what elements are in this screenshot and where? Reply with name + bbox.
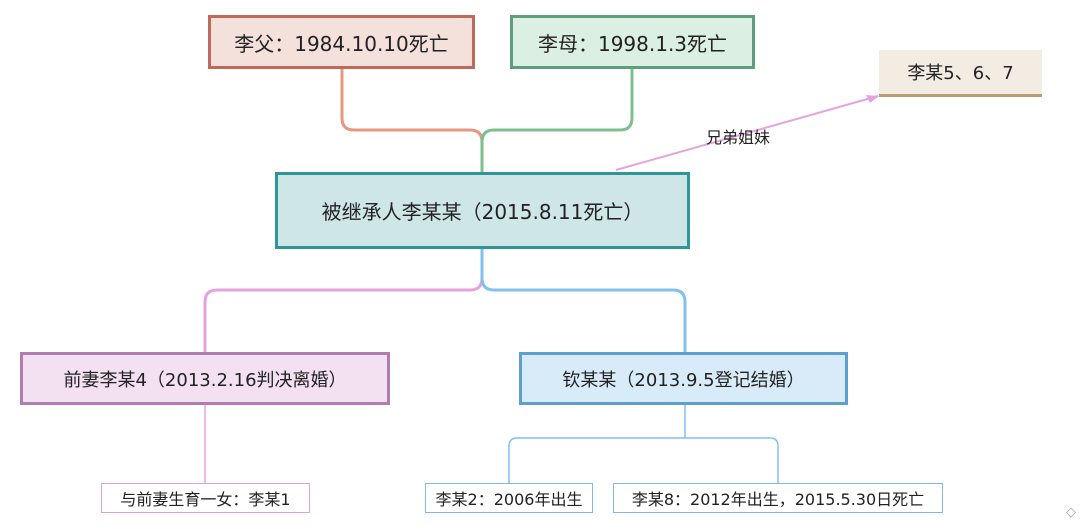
spouse-node[interactable]: 钦某某（2013.9.5登记结婚） (519, 352, 848, 405)
decedent-node[interactable]: 被继承人李某某（2015.8.11死亡） (275, 172, 690, 249)
collapse-diamond-icon[interactable]: ◇ (1066, 505, 1076, 520)
mother-connector (480, 69, 634, 172)
child-node-ex-wife[interactable]: 与前妻生育一女：李某1 (101, 483, 310, 513)
siblings-relation-label: 兄弟姐妹 (706, 128, 771, 147)
siblings-node[interactable]: 李某5、6、7 (879, 50, 1042, 97)
father-connector (340, 69, 484, 172)
siblings-arrowhead (866, 95, 879, 103)
spouse-connector (480, 249, 687, 352)
mother-node[interactable]: 李母：1998.1.3死亡 (510, 15, 755, 69)
ex-wife-node[interactable]: 前妻李某4（2013.2.16判决离婚） (20, 352, 390, 405)
father-node[interactable]: 李父：1984.10.10死亡 (208, 15, 475, 69)
child-node-li8[interactable]: 李某8：2012年出生，2015.5.30日死亡 (613, 483, 943, 513)
child-node-li2[interactable]: 李某2：2006年出生 (425, 483, 593, 513)
exwife-connector (203, 249, 484, 352)
siblings-connector (615, 95, 879, 171)
children-spouse-connector (508, 405, 779, 483)
